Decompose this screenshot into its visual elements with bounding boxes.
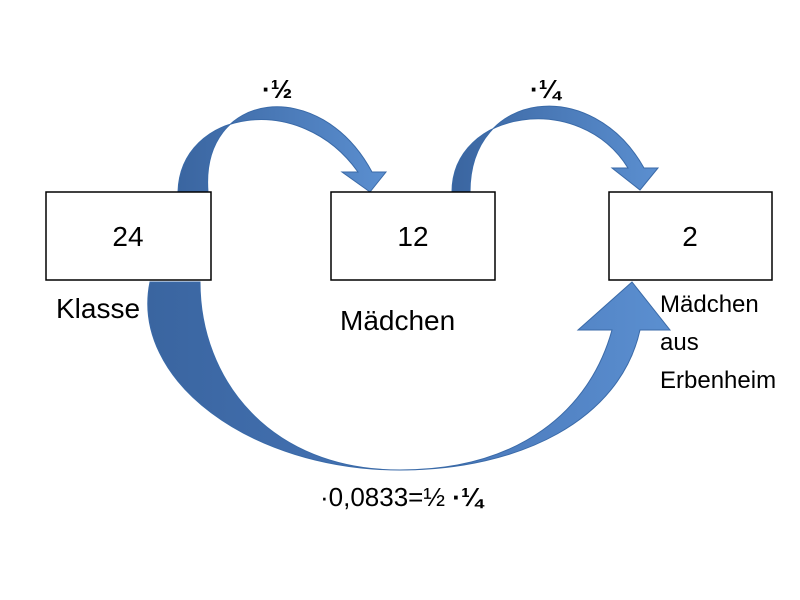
formula-prefix: ·0,0833=½ [320,482,452,512]
curved-arrow-quarter [451,105,660,193]
label-girls-erbenheim-line2: aus [660,329,699,356]
label-girls: Mädchen [340,305,455,336]
label-girls-erbenheim-line3: Erbenheim [660,367,776,394]
label-girls-erbenheim-line1: Mädchen [660,291,759,318]
factor-quarter: ·¼ [530,74,563,104]
curved-arrow-combined [147,281,672,471]
factor-half: ·½ [262,74,292,104]
box-class-value: 24 [112,221,143,252]
formula-bold: ·¼ [452,482,485,512]
box-class [45,191,212,281]
formula: ·0,0833=½ ·¼ [320,482,485,512]
box-girls-erbenheim-value: 2 [682,221,698,252]
curved-arrow-half [177,106,388,193]
box-girls-value: 12 [397,221,428,252]
box-girls [330,191,496,281]
box-girls-erbenheim [608,191,773,281]
label-class: Klasse [56,293,140,324]
